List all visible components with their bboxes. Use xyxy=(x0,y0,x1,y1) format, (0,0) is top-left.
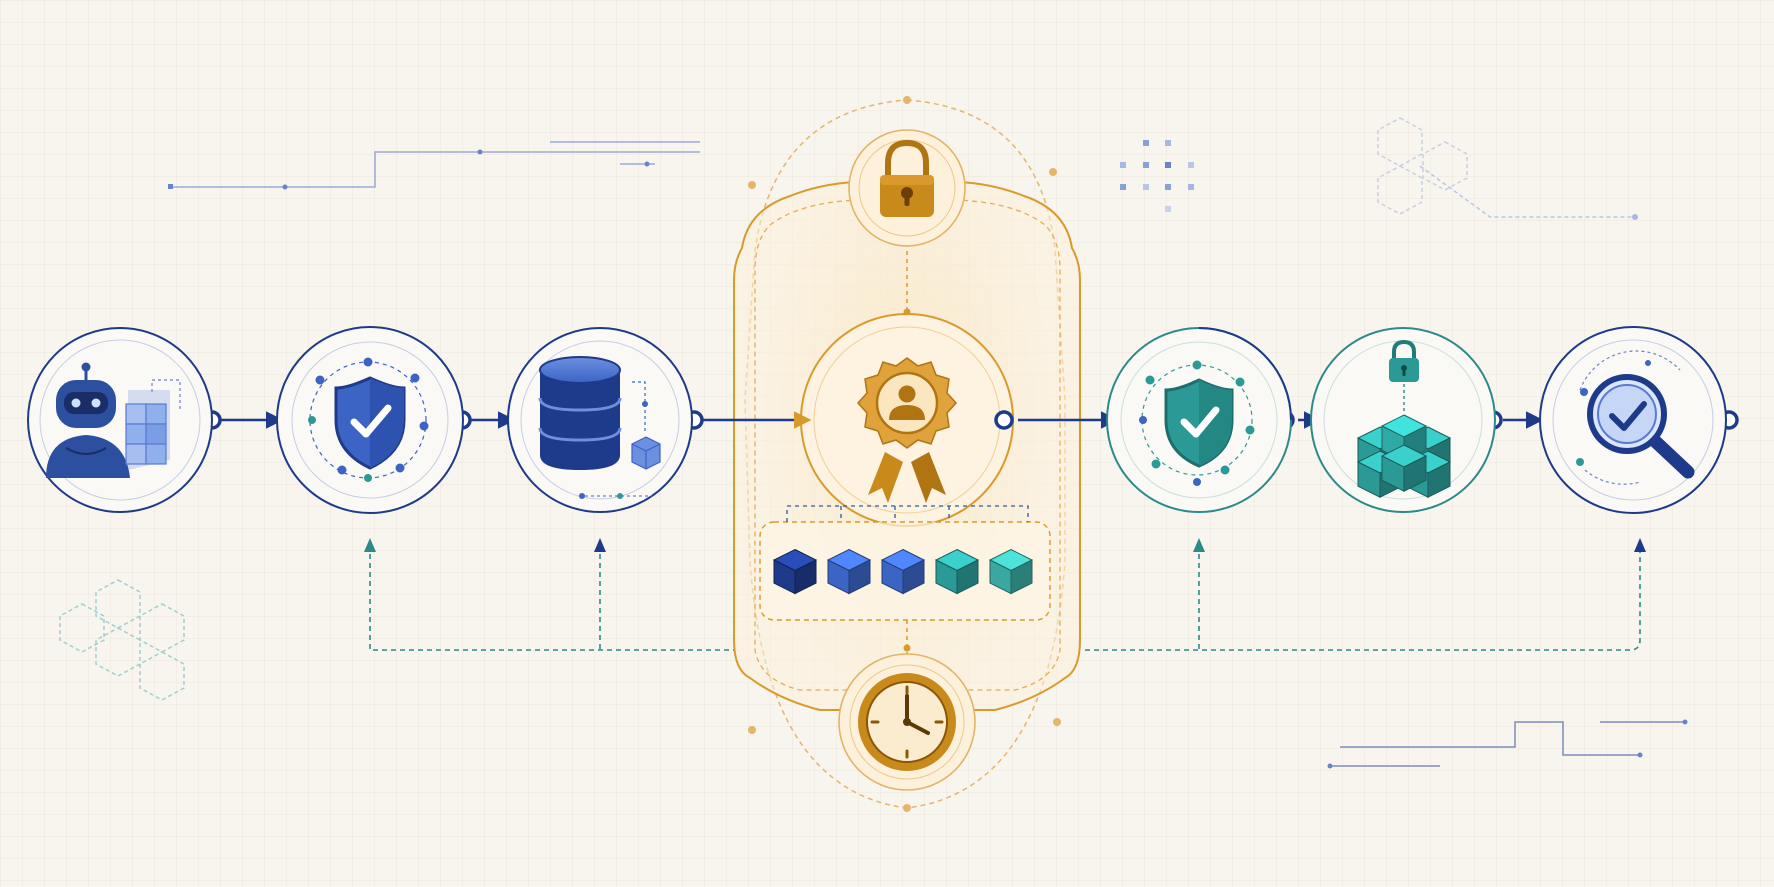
database-icon xyxy=(538,356,622,470)
block-cube-1 xyxy=(772,548,818,595)
padlock-node xyxy=(848,129,966,247)
award-badge-icon xyxy=(856,357,958,503)
circuit-decoration-top-left xyxy=(168,141,700,190)
feedback-arrow-3 xyxy=(1193,538,1205,552)
stacked-blocks-icon xyxy=(125,379,181,470)
cube-icon xyxy=(631,436,661,470)
port-4 xyxy=(994,410,1014,430)
shield-check-icon xyxy=(334,376,406,470)
stage-agent xyxy=(27,327,213,513)
stage-database xyxy=(507,327,693,513)
shield-check-icon xyxy=(1164,378,1234,468)
stage-verification xyxy=(276,326,464,514)
padlock-icon xyxy=(880,139,934,217)
block-cube-3 xyxy=(880,548,926,595)
circuit-decoration-bottom-right xyxy=(1327,719,1688,769)
stage-secured-blocks xyxy=(1310,327,1496,513)
block-cube-4 xyxy=(934,548,980,595)
clock-node xyxy=(838,653,976,791)
teal-cube-6 xyxy=(1380,444,1428,493)
stage-audit xyxy=(1539,326,1727,514)
feedback-arrow-2 xyxy=(594,538,606,552)
center-blocks xyxy=(772,548,1034,595)
award-node xyxy=(800,313,1014,527)
magnifier-check-icon xyxy=(1587,374,1695,479)
block-cube-5 xyxy=(988,548,1034,595)
feedback-arrow-4 xyxy=(1634,538,1646,552)
feedback-arrow-1 xyxy=(364,538,376,552)
locked-blocks-icon xyxy=(1356,414,1452,499)
stage-validation xyxy=(1106,327,1292,513)
robot-agent-icon xyxy=(46,362,130,478)
padlock-icon xyxy=(1389,339,1419,382)
block-cube-2 xyxy=(826,548,872,595)
clock-icon xyxy=(858,673,956,771)
hexagon-decoration-top-right xyxy=(1377,117,1638,220)
dot-matrix-decoration xyxy=(1120,140,1194,212)
feedback-loop-right xyxy=(1085,545,1641,651)
